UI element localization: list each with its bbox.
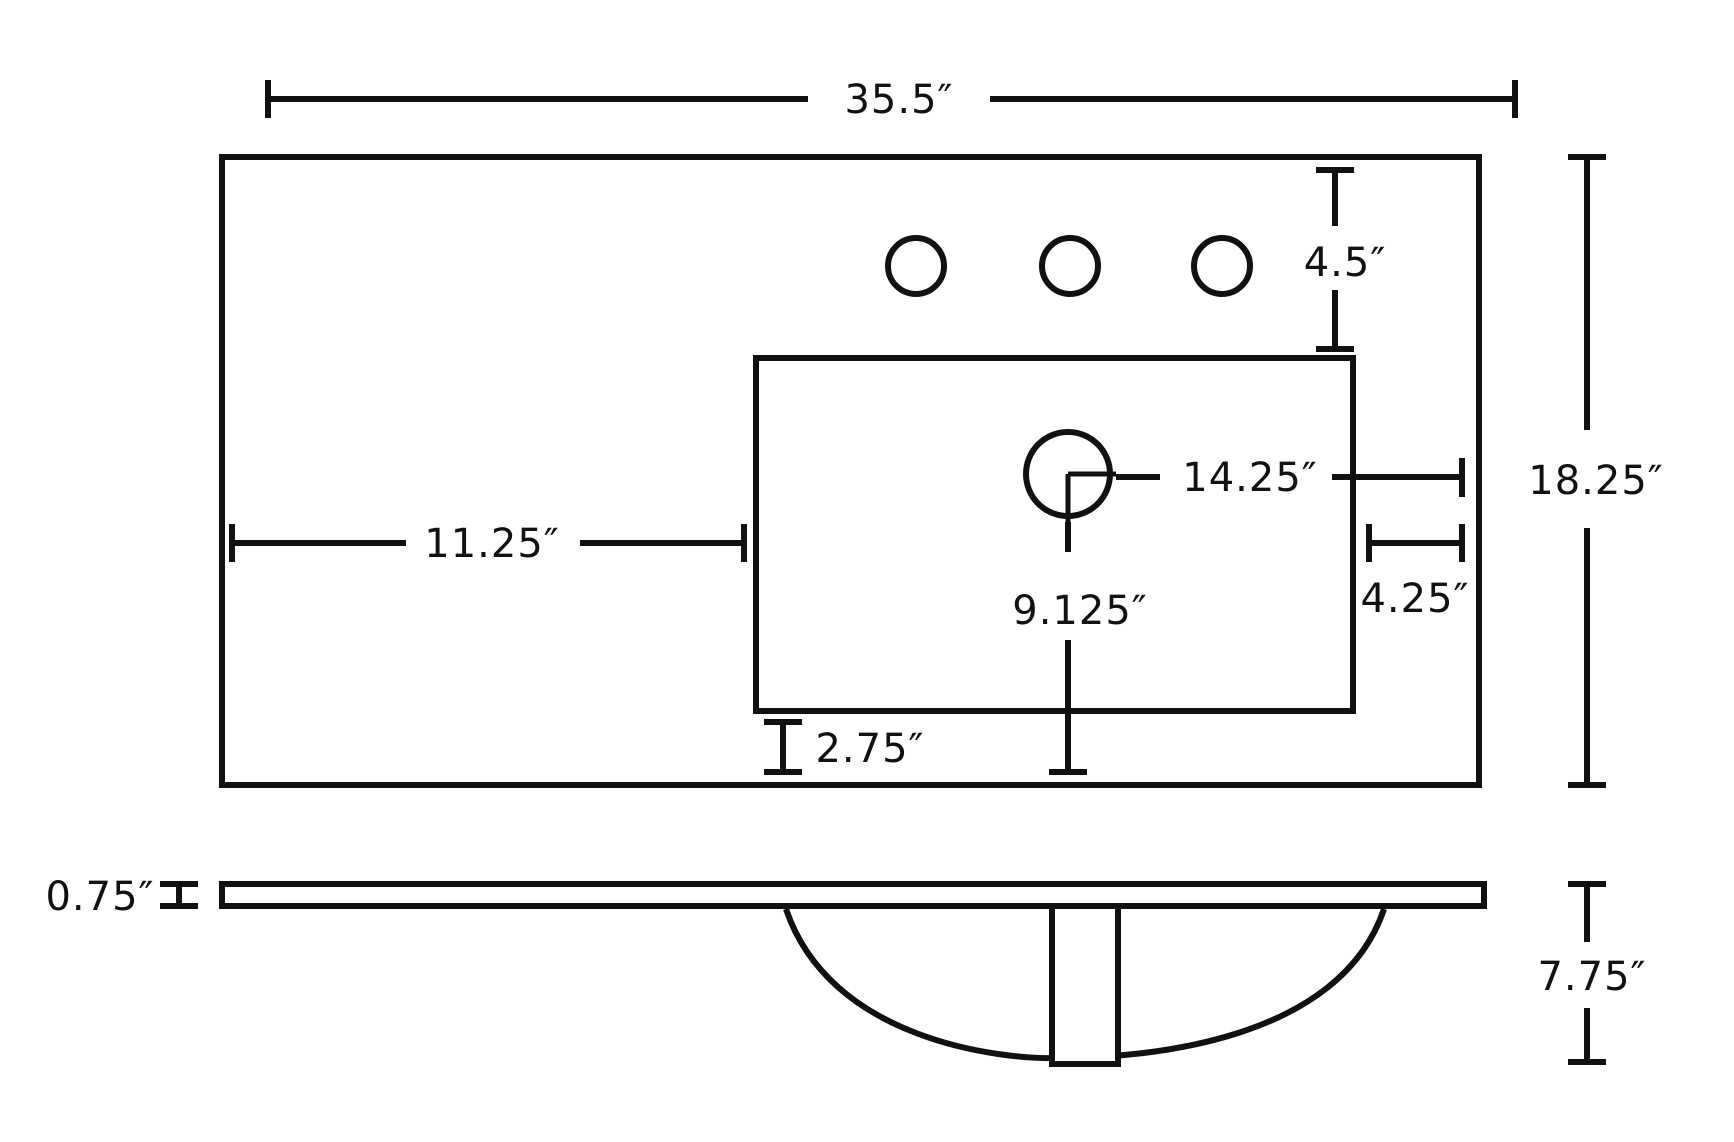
total-height-label: 7.75″ xyxy=(1537,954,1646,1000)
overall-width-label: 35.5″ xyxy=(844,77,953,123)
dimension-faucet-setback: 4.5″ xyxy=(1304,167,1387,352)
dimension-drain-from-right: 14.25″ xyxy=(1116,455,1465,501)
dimension-basin-from-right: 4.25″ xyxy=(1360,524,1469,622)
dimension-drain-from-front: 9.125″ xyxy=(1012,522,1147,775)
faucet-hole-center xyxy=(1039,235,1101,297)
drain-from-front-label: 9.125″ xyxy=(1012,588,1147,634)
drain-from-right-label: 14.25″ xyxy=(1182,455,1317,501)
basin-from-left-label: 11.25″ xyxy=(424,521,559,567)
basin-from-right-label: 4.25″ xyxy=(1360,576,1469,622)
dimension-overall-width: 35.5″ xyxy=(265,77,1518,123)
faucet-hole-right xyxy=(1191,235,1253,297)
basin-from-front-label: 2.75″ xyxy=(815,726,924,772)
dimension-basin-from-front: 2.75″ xyxy=(764,719,924,775)
dimension-basin-from-left: 11.25″ xyxy=(229,521,747,567)
countertop-side-slab xyxy=(219,881,1487,909)
drain-pipe-side xyxy=(1049,903,1121,1067)
dimension-total-height: 7.75″ xyxy=(1537,881,1646,1065)
faucet-setback-label: 4.5″ xyxy=(1304,240,1387,286)
dimension-overall-depth: 18.25″ xyxy=(1528,154,1663,788)
basin-outline xyxy=(753,355,1356,714)
faucet-hole-left xyxy=(885,235,947,297)
countertop-outline xyxy=(219,154,1482,788)
dimension-countertop-thickness: 0.75″ xyxy=(45,874,198,920)
overall-depth-label: 18.25″ xyxy=(1528,458,1663,504)
countertop-thickness-label: 0.75″ xyxy=(45,874,154,920)
